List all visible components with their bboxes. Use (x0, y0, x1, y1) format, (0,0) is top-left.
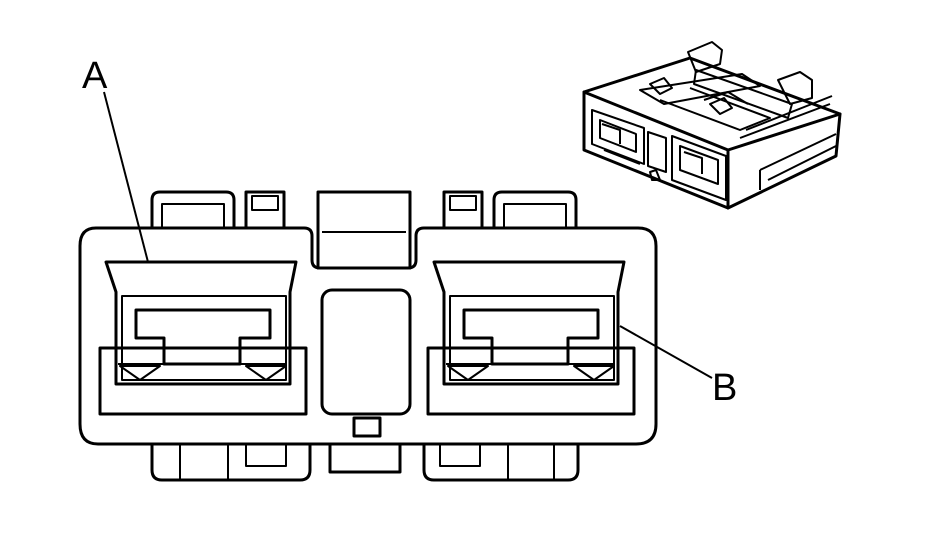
connector-front-view (78, 190, 658, 482)
terminal-cavity-right (426, 260, 636, 416)
callout-b-leader (619, 325, 713, 379)
top-tab-right-inner (442, 190, 484, 230)
bottom-tab-center (328, 442, 402, 474)
callout-b: B (619, 325, 737, 409)
callout-a-leader (103, 91, 149, 263)
top-tab-right-outer (492, 190, 578, 230)
center-latch-window (352, 416, 382, 438)
center-slot (320, 288, 412, 416)
bottom-tab-right (422, 442, 580, 482)
callout-b-label: B (712, 367, 737, 409)
callout-a: A (82, 55, 149, 263)
connector-isometric-view (582, 41, 842, 210)
top-tab-left-outer (150, 190, 236, 230)
bottom-tab-left (150, 442, 312, 482)
connector-body-outline (78, 226, 658, 446)
top-tab-left-inner (244, 190, 286, 230)
callout-a-label: A (82, 55, 108, 97)
terminal-cavity-left (98, 260, 308, 416)
top-tab-center (316, 190, 412, 270)
